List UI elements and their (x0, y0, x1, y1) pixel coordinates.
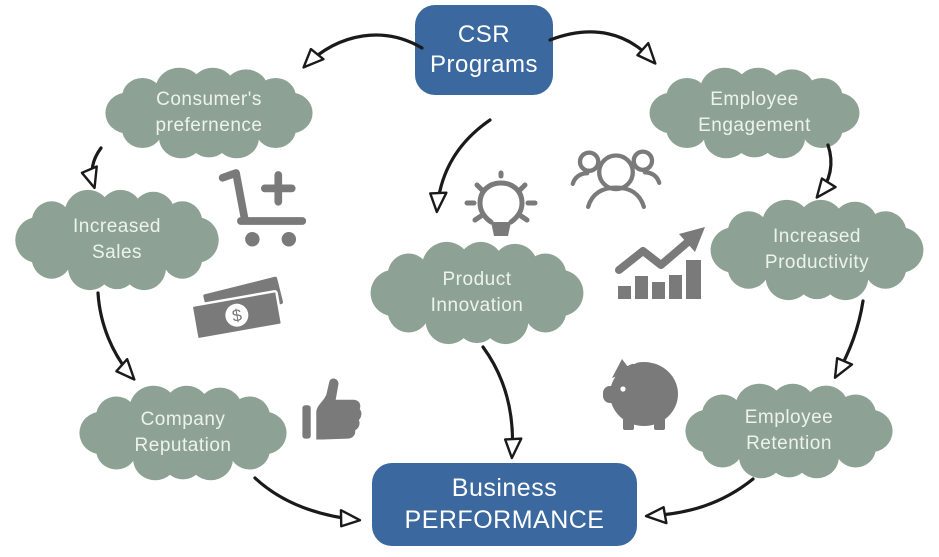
cloud-label-line: Sales (91, 242, 143, 263)
piggy-bank-icon (603, 357, 678, 430)
arrow-csr-to-employee-engagement (548, 30, 657, 65)
cloud-label-line: Company (140, 409, 226, 431)
cloud-label-line: Product (442, 269, 512, 291)
cloud-label-line: Productivity (764, 252, 870, 273)
thumbs-up-icon (302, 378, 362, 440)
cloud-employee-retention: Employee Retention (678, 382, 900, 480)
growth-bar-chart-icon (615, 227, 705, 299)
cloud-increased-productivity-label: Increased Productivity (703, 198, 931, 302)
cloud-company-reputation-label: Company Reputation (72, 384, 294, 482)
cloud-increased-sales-label: Increased Sales (8, 188, 226, 292)
cloud-label-line: Employee (744, 407, 834, 429)
cloud-increased-productivity: Increased Productivity (703, 198, 931, 302)
arrow-product-innovation-to-business-performance (481, 345, 523, 460)
cloud-label-line: Retention (746, 433, 832, 454)
cloud-label-line: Engagement (698, 115, 811, 136)
csr-programs-box: CSR Programs (415, 5, 553, 95)
cloud-label-line: Innovation (430, 295, 524, 316)
cloud-employee-retention-label: Employee Retention (678, 382, 900, 480)
cloud-label-line: Employee (710, 89, 799, 111)
cloud-employee-engagement-label: Employee Engagement (642, 66, 867, 160)
svg-text:$: $ (231, 305, 244, 325)
cloud-product-innovation: Product Innovation (363, 240, 591, 346)
cloud-company-reputation: Company Reputation (72, 384, 294, 482)
money-bills-icon: $ (190, 276, 284, 341)
csr-programs-label-line1: CSR (457, 21, 511, 48)
shopping-cart-icon (218, 169, 307, 247)
business-performance-label-line2: PERFORMANCE (404, 505, 605, 534)
arrow-increased-sales-to-company-reputation (96, 291, 136, 381)
arrow-increased-productivity-to-employee-retention (833, 299, 865, 379)
cloud-label-line: Consumer's (156, 89, 262, 111)
business-performance-label-line1: Business (451, 474, 558, 503)
cloud-increased-sales: Increased Sales (8, 188, 226, 292)
cloud-consumers-preference: Consumer's prefernence (98, 66, 320, 160)
arrow-employee-retention-to-business-performance (644, 477, 755, 525)
csr-programs-label-line2: Programs (429, 51, 539, 78)
business-performance-box: Business PERFORMANCE (372, 463, 637, 546)
cloud-employee-engagement: Employee Engagement (642, 66, 867, 160)
cloud-label-line: prefernence (155, 115, 263, 136)
arrow-company-reputation-to-business-performance (253, 476, 362, 528)
cloud-product-innovation-label: Product Innovation (363, 240, 591, 346)
lightbulb-icon (464, 170, 538, 236)
cloud-label-line: Reputation (134, 435, 232, 456)
cloud-label-line: Increased (773, 226, 861, 248)
cloud-consumers-preference-label: Consumer's prefernence (98, 66, 320, 160)
cloud-label-line: Increased (73, 216, 161, 238)
people-group-icon (570, 149, 662, 209)
arrow-csr-to-consumers-preference (302, 33, 424, 69)
